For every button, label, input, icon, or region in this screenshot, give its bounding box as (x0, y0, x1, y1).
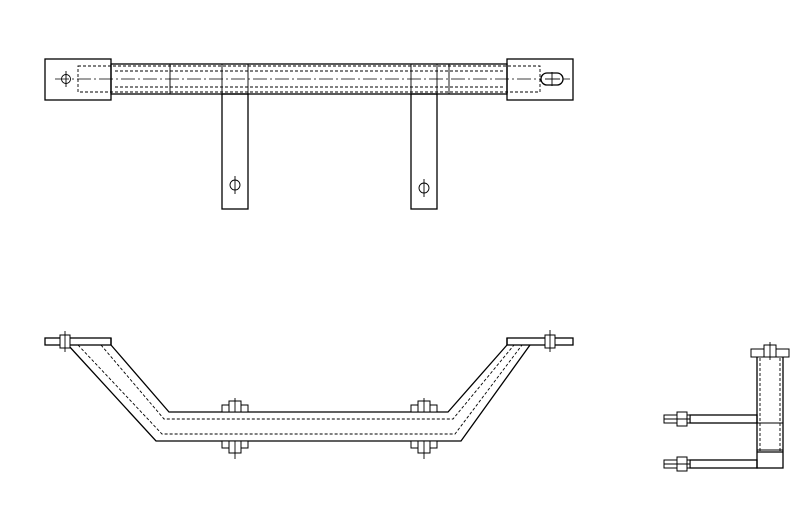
right-leg-hole-icon (418, 179, 430, 197)
right-slot-icon (540, 72, 564, 86)
side-lower-arm-bolt-icon (663, 456, 691, 472)
right-hanger-leg (410, 93, 438, 210)
frame-inner-profile (110, 344, 508, 413)
left-hole-icon (61, 71, 71, 87)
left-leg-hole-icon (229, 176, 241, 194)
left-center-bolt-top-icon (221, 398, 249, 413)
left-center-bolt-bottom-icon (221, 440, 249, 459)
side-upper-arm-bolt-icon (663, 411, 691, 427)
side-vertical-post (756, 352, 784, 469)
side-upper-arm (689, 414, 758, 424)
left-hanger-leg (221, 93, 249, 210)
left-tab (44, 337, 112, 346)
left-end-bolt-icon (59, 331, 71, 352)
right-end-bolt-icon (544, 330, 556, 352)
right-tab (506, 337, 574, 346)
top-view (44, 58, 574, 210)
right-center-bolt-top-icon (410, 398, 438, 413)
side-lower-arm (689, 459, 758, 469)
frame-outer-profile (67, 344, 531, 442)
side-view (663, 342, 790, 472)
right-center-bolt-bottom-icon (410, 440, 438, 459)
front-view (44, 330, 574, 459)
side-top-bolt-icon (750, 342, 790, 360)
